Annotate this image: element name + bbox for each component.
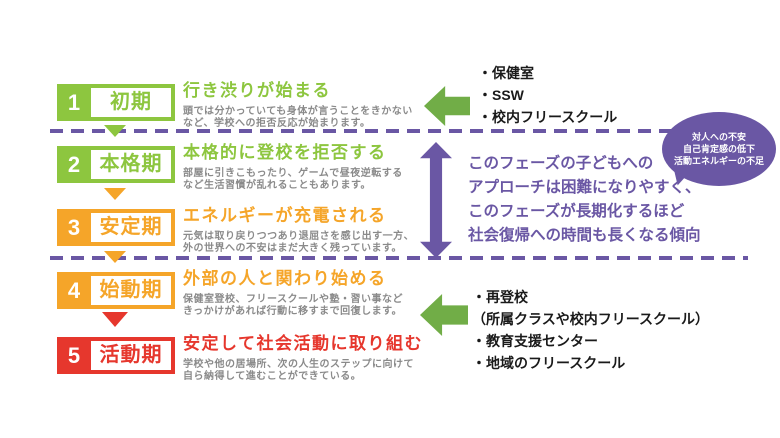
stage-2-desc: 部屋に引きこもったり、ゲームで昼夜逆転する など生活習慣が乱れることもあります。 <box>183 168 423 192</box>
bottom-resource-item-2: （所属クラスや校内フリースクール） <box>472 311 710 327</box>
stage-5-badge: 5 活動期 <box>57 337 175 374</box>
down-arrow-icon <box>104 125 126 137</box>
stage-3-text: エネルギーが充電される 元気は取り戻りつつあり退屈さを感じ出す一方、 外の世界へ… <box>183 201 423 255</box>
bottom-resource-item-4: ・地域のフリースクール <box>472 355 626 371</box>
middle-commentary-line-3: このフェーズが長期化するほど <box>468 203 685 220</box>
bottom-resource-item-3: ・教育支援センター <box>472 333 598 349</box>
stage-4-name: 始動期 <box>91 276 171 305</box>
stage-3-desc-line-1: 元気は取り戻りつつあり退屈さを感じ出す一方、 <box>183 231 415 242</box>
middle-commentary: このフェーズの子どもへの アプローチは困難になりやすく、 このフェーズが長期化す… <box>468 152 701 248</box>
phase-divider-line-1 <box>50 129 672 133</box>
bubble-line-3: 活動エネルギーの不足 <box>673 156 764 166</box>
speech-bubble: 対人への不安 自己肯定感の低下 活動エネルギーの不足 <box>662 112 776 186</box>
phase-divider-line-2 <box>50 256 748 260</box>
bottom-resource-list: ・再登校 （所属クラスや校内フリースクール） ・教育支援センター ・地域のフリー… <box>472 286 709 374</box>
double-arrow-vertical-icon <box>420 142 452 258</box>
stage-1-title: 行き渋りが始まる <box>183 81 331 100</box>
top-resource-list: ・保健室 ・SSW ・校内フリースクール <box>478 62 617 128</box>
stage-3-number: 3 <box>67 215 81 240</box>
bubble-line-2: 自己肯定感の低下 <box>682 144 755 154</box>
left-block-arrow-icon <box>420 294 468 336</box>
stage-4-desc: 保健室登校、フリースクールや塾・習い事など きっかけがあれば行動に移すまで回復し… <box>183 294 423 318</box>
middle-commentary-line-2: アプローチは困難になりやすく、 <box>468 179 701 196</box>
stage-1-text: 行き渋りが始まる 頭では分かっていても身体が言うことをきかない など、学校への拒… <box>183 76 423 130</box>
stage-2-text: 本格的に登校を拒否する 部屋に引きこもったり、ゲームで昼夜逆転する など生活習慣… <box>183 138 423 192</box>
stage-5-desc-line-2: 自ら納得して進むことができている。 <box>183 371 362 382</box>
down-arrow-icon <box>102 312 128 327</box>
stage-5-name: 活動期 <box>91 341 171 370</box>
stage-2-title: 本格的に登校を拒否する <box>183 143 387 162</box>
stage-1-number: 1 <box>67 90 81 115</box>
stage-2-desc-line-1: 部屋に引きこもったり、ゲームで昼夜逆転する <box>183 168 403 179</box>
stage-1-badge: 1 初期 <box>57 84 175 121</box>
middle-commentary-line-1: このフェーズの子どもへの <box>468 155 654 172</box>
stage-1-desc-line-2: など、学校への拒否反応が始まります。 <box>183 118 371 129</box>
stage-2-name: 本格期 <box>91 150 171 179</box>
stage-4-number: 4 <box>67 278 81 303</box>
stage-5-number: 5 <box>67 343 81 368</box>
stage-2-badge: 2 本格期 <box>57 146 175 183</box>
stage-4-desc-line-2: きっかけがあれば行動に移すまで回復します。 <box>183 306 403 317</box>
top-resource-item-3: ・校内フリースクール <box>478 109 618 125</box>
stage-3-desc-line-2: 外の世界への不安はまだ大きく残っています。 <box>183 243 402 254</box>
left-block-arrow-icon <box>424 86 470 126</box>
stage-4-badge: 4 始動期 <box>57 272 175 309</box>
stage-5-desc-line-1: 学校や他の居場所、次の人生のステップに向けて <box>183 359 414 370</box>
down-arrow-icon <box>104 251 126 263</box>
speech-bubble-text: 対人への不安 自己肯定感の低下 活動エネルギーの不足 <box>671 131 767 167</box>
stage-3-title: エネルギーが充電される <box>183 206 387 225</box>
stage-row-5: 5 活動期 安定して社会活動に取り組む 学校や他の居場所、次の人生のステップに向… <box>57 334 422 382</box>
stage-3-name: 安定期 <box>91 213 171 242</box>
down-arrow-icon <box>104 188 126 200</box>
stage-row-3: 3 安定期 エネルギーが充電される 元気は取り戻りつつあり退屈さを感じ出す一方、… <box>57 206 414 254</box>
stage-3-badge: 3 安定期 <box>57 209 175 246</box>
stage-row-1: 1 初期 行き渋りが始まる 頭では分かっていても身体が言うことをきかない など、… <box>57 81 412 129</box>
stage-row-4: 4 始動期 外部の人と関わり始める 保健室登校、フリースクールや塾・習い事など … <box>57 269 403 317</box>
middle-commentary-line-4: 社会復帰への時間も長くなる傾向 <box>468 227 701 244</box>
stage-2-desc-line-2: など生活習慣が乱れることもあります。 <box>183 180 371 191</box>
stage-2-number: 2 <box>67 152 81 177</box>
stage-4-text: 外部の人と関わり始める 保健室登校、フリースクールや塾・習い事など きっかけがあ… <box>183 264 423 318</box>
top-resource-item-2: ・SSW <box>478 87 524 103</box>
stage-1-name: 初期 <box>91 88 171 117</box>
stage-4-desc-line-1: 保健室登校、フリースクールや塾・習い事など <box>183 294 403 305</box>
stage-5-text: 安定して社会活動に取り組む 学校や他の居場所、次の人生のステップに向けて 自ら納… <box>183 329 423 383</box>
stage-row-2: 2 本格期 本格的に登校を拒否する 部屋に引きこもったり、ゲームで昼夜逆転する … <box>57 143 402 191</box>
stage-5-title: 安定して社会活動に取り組む <box>183 334 423 353</box>
bottom-resource-item-1: ・再登校 <box>472 289 528 305</box>
stage-1-desc: 頭では分かっていても身体が言うことをきかない など、学校への拒否反応が始まります… <box>183 106 423 130</box>
top-resource-item-1: ・保健室 <box>478 65 534 81</box>
stage-3-desc: 元気は取り戻りつつあり退屈さを感じ出す一方、 外の世界への不安はまだ大きく残って… <box>183 231 423 255</box>
stage-5-desc: 学校や他の居場所、次の人生のステップに向けて 自ら納得して進むことができている。 <box>183 359 423 383</box>
bubble-line-1: 対人への不安 <box>691 132 746 142</box>
stage-1-desc-line-1: 頭では分かっていても身体が言うことをきかない <box>183 106 413 117</box>
stage-4-title: 外部の人と関わり始める <box>183 269 387 288</box>
